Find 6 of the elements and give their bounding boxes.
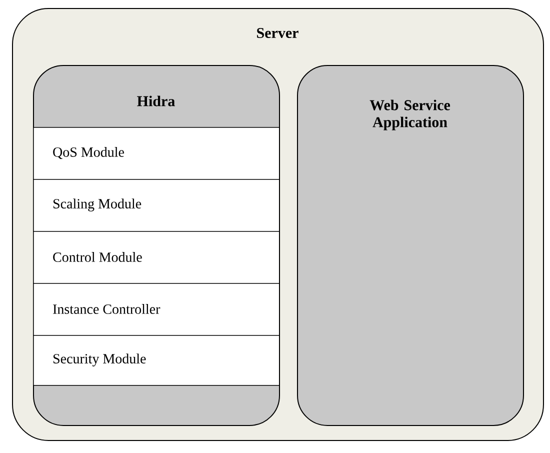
application-box: Web Service Application [297, 65, 524, 426]
module-row: Security Module [33, 335, 280, 386]
module-row: Scaling Module [33, 179, 280, 232]
module-row: QoS Module [33, 127, 280, 180]
module-row: Control Module [33, 231, 280, 284]
module-row: Instance Controller [33, 283, 280, 336]
